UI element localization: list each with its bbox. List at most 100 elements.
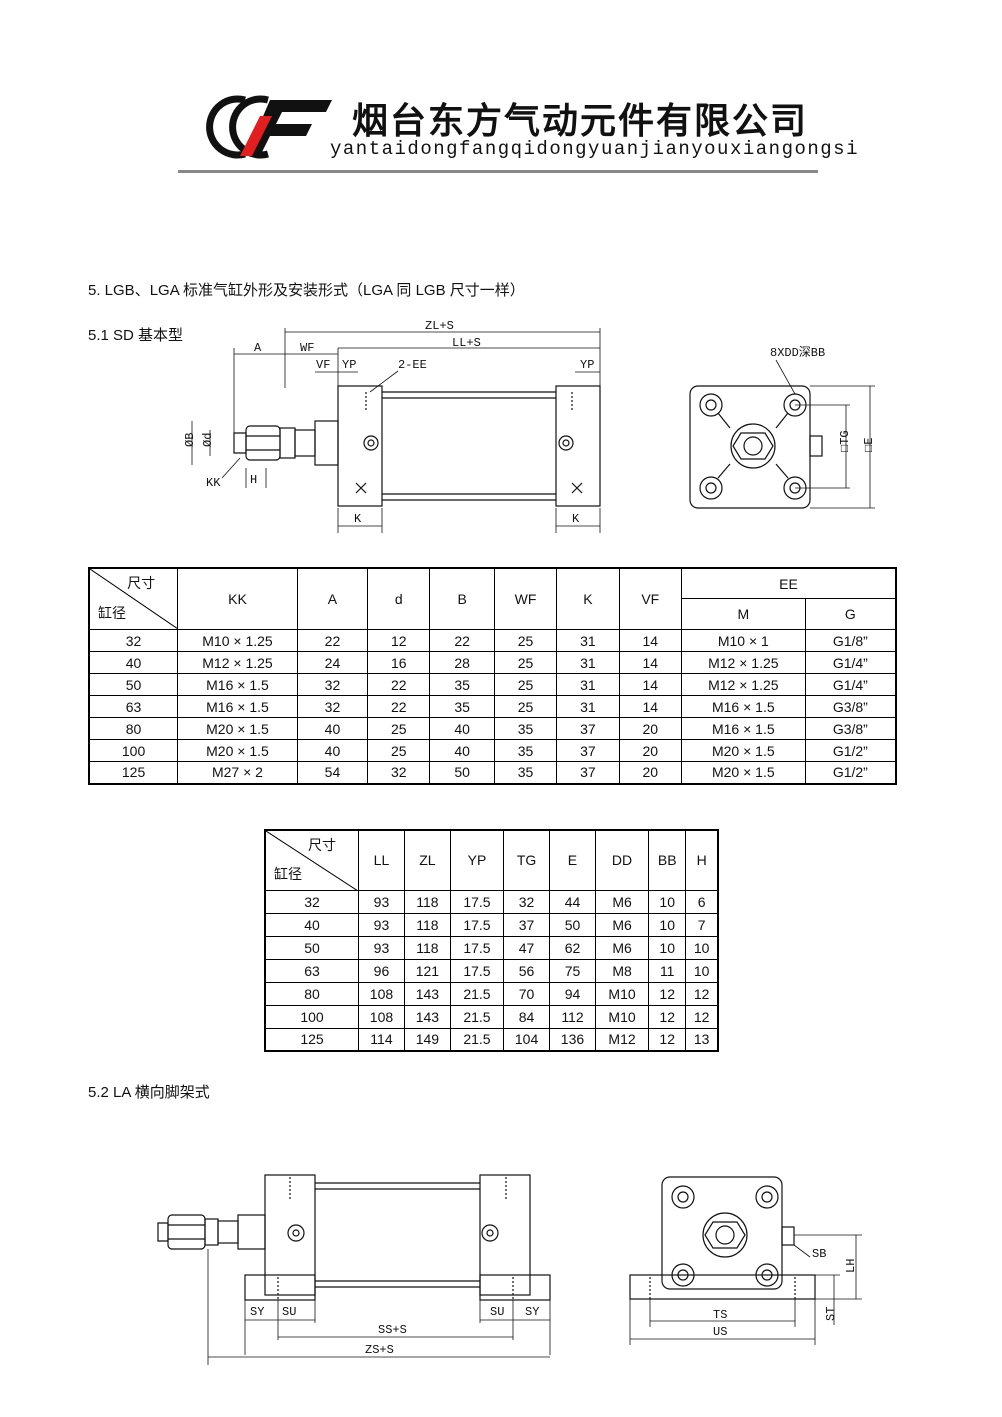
dim-yp: YP bbox=[342, 358, 356, 372]
table2-cell: M10 bbox=[594, 1004, 650, 1029]
table1-cell: M12 × 1.25 bbox=[177, 651, 298, 674]
table1-cell: 20 bbox=[618, 761, 682, 784]
section-title-5-1: 5.1 SD 基本型 bbox=[88, 327, 184, 344]
sd-type-drawing: ZL+S LL+S A WF VF YP 2-EE YP ØB Ød KK H … bbox=[183, 319, 876, 533]
table1-cell: M27 × 2 bbox=[177, 761, 298, 784]
table2-cell: M12 bbox=[594, 1027, 650, 1052]
table1-cell: 40 bbox=[296, 739, 369, 762]
table1-cell: G1/2” bbox=[804, 761, 897, 784]
table1-cell: 35 bbox=[429, 673, 495, 696]
table1-cell: M16 × 1.5 bbox=[680, 717, 806, 740]
table1-cell: 25 bbox=[493, 651, 558, 674]
table2-header: BB bbox=[648, 829, 687, 891]
table2-cell: 93 bbox=[358, 912, 405, 937]
table2-cell: 50 bbox=[549, 912, 596, 937]
table2-bore-cell: 100 bbox=[264, 1004, 359, 1029]
table2-cell: 108 bbox=[358, 981, 405, 1006]
table2-corner-bottom: 缸径 bbox=[274, 865, 302, 882]
header-divider bbox=[178, 170, 818, 173]
dim-a: A bbox=[254, 341, 262, 355]
table1-header: d bbox=[367, 567, 431, 630]
dim-sy-right: SY bbox=[525, 1305, 539, 1319]
table2-cell: 56 bbox=[503, 958, 551, 983]
table1-cell: M20 × 1.5 bbox=[680, 739, 806, 762]
table1-cell: M20 × 1.5 bbox=[177, 739, 298, 762]
dim-us: US bbox=[713, 1325, 727, 1339]
table2-cell: 143 bbox=[403, 981, 451, 1006]
table1-cell: 31 bbox=[556, 651, 620, 674]
table1-corner-bottom: 缸径 bbox=[98, 605, 126, 621]
table2-cell: 149 bbox=[403, 1027, 451, 1052]
table1-cell: G1/4” bbox=[804, 651, 897, 674]
table1-cell: M10 × 1 bbox=[680, 629, 806, 652]
table2-cell: 93 bbox=[358, 935, 405, 960]
dim-yp-right: YP bbox=[580, 358, 594, 372]
dim-tg: □TG bbox=[838, 430, 852, 452]
table2-cell: 6 bbox=[685, 889, 719, 914]
table2-cell: 32 bbox=[503, 889, 551, 914]
table1-cell: M12 × 1.25 bbox=[680, 651, 806, 674]
table2-header: TG bbox=[503, 829, 551, 891]
table2-bore-cell: 40 bbox=[264, 912, 359, 937]
table2-cell: 12 bbox=[648, 1004, 687, 1029]
table1-cell: M16 × 1.5 bbox=[177, 695, 298, 718]
table2-cell: M6 bbox=[594, 912, 650, 937]
table1-cell: 25 bbox=[493, 695, 558, 718]
table2-cell: 12 bbox=[648, 981, 687, 1006]
table1-cell: M10 × 1.25 bbox=[177, 629, 298, 652]
table1-cell: 40 bbox=[429, 717, 495, 740]
company-name-en: yantaidongfangqidongyuanjianyouxiangongs… bbox=[330, 138, 859, 160]
table2-cell: 136 bbox=[549, 1027, 596, 1052]
table1-header: A bbox=[296, 567, 369, 630]
table2-cell: M8 bbox=[594, 958, 650, 983]
table1-cell: 24 bbox=[296, 651, 369, 674]
table2-cell: 75 bbox=[549, 958, 596, 983]
table1-cell: 28 bbox=[429, 651, 495, 674]
table2-cell: 37 bbox=[503, 912, 551, 937]
table1-cell: 25 bbox=[367, 739, 431, 762]
table1-header: B bbox=[429, 567, 495, 630]
table2-cell: 47 bbox=[503, 935, 551, 960]
table1-cell: 50 bbox=[429, 761, 495, 784]
table2-cell: 118 bbox=[403, 912, 451, 937]
company-name-cn: 烟台东方气动元件有限公司 bbox=[352, 101, 809, 142]
table1-header: K bbox=[556, 567, 620, 630]
table1-cell: 35 bbox=[493, 761, 558, 784]
table1-cell: 20 bbox=[618, 717, 682, 740]
table1-cell: 35 bbox=[493, 739, 558, 762]
dim-ts: TS bbox=[713, 1308, 727, 1322]
table1-bore-cell: 32 bbox=[88, 629, 179, 652]
table1-cell: 32 bbox=[296, 673, 369, 696]
dim-lh: LH bbox=[844, 1259, 858, 1273]
table1-corner: 尺寸 缸径 bbox=[88, 567, 179, 630]
table2-header: LL bbox=[358, 829, 405, 891]
table1-cell: 32 bbox=[296, 695, 369, 718]
dim-ll-s: LL+S bbox=[452, 336, 481, 350]
table2-cell: 62 bbox=[549, 935, 596, 960]
table1-cell: 12 bbox=[367, 629, 431, 652]
dim-wf: WF bbox=[300, 341, 314, 355]
table2-header: DD bbox=[594, 829, 650, 891]
table2-cell: 11 bbox=[648, 958, 687, 983]
dim-k-right: K bbox=[572, 512, 580, 526]
table2-cell: 7 bbox=[685, 912, 719, 937]
table2-cell: 17.5 bbox=[449, 958, 505, 983]
table1-cell: 40 bbox=[429, 739, 495, 762]
table2-cell: 21.5 bbox=[449, 1027, 505, 1052]
table2-bore-cell: 63 bbox=[264, 958, 359, 983]
table1-cell: 22 bbox=[429, 629, 495, 652]
dim-sb: SB bbox=[812, 1247, 826, 1261]
table1-cell: G3/8” bbox=[804, 717, 897, 740]
table2-corner: 尺寸 缸径 bbox=[264, 829, 359, 891]
table1-cell: 25 bbox=[367, 717, 431, 740]
table1-corner-top: 尺寸 bbox=[127, 575, 156, 591]
table1-cell: 25 bbox=[493, 629, 558, 652]
